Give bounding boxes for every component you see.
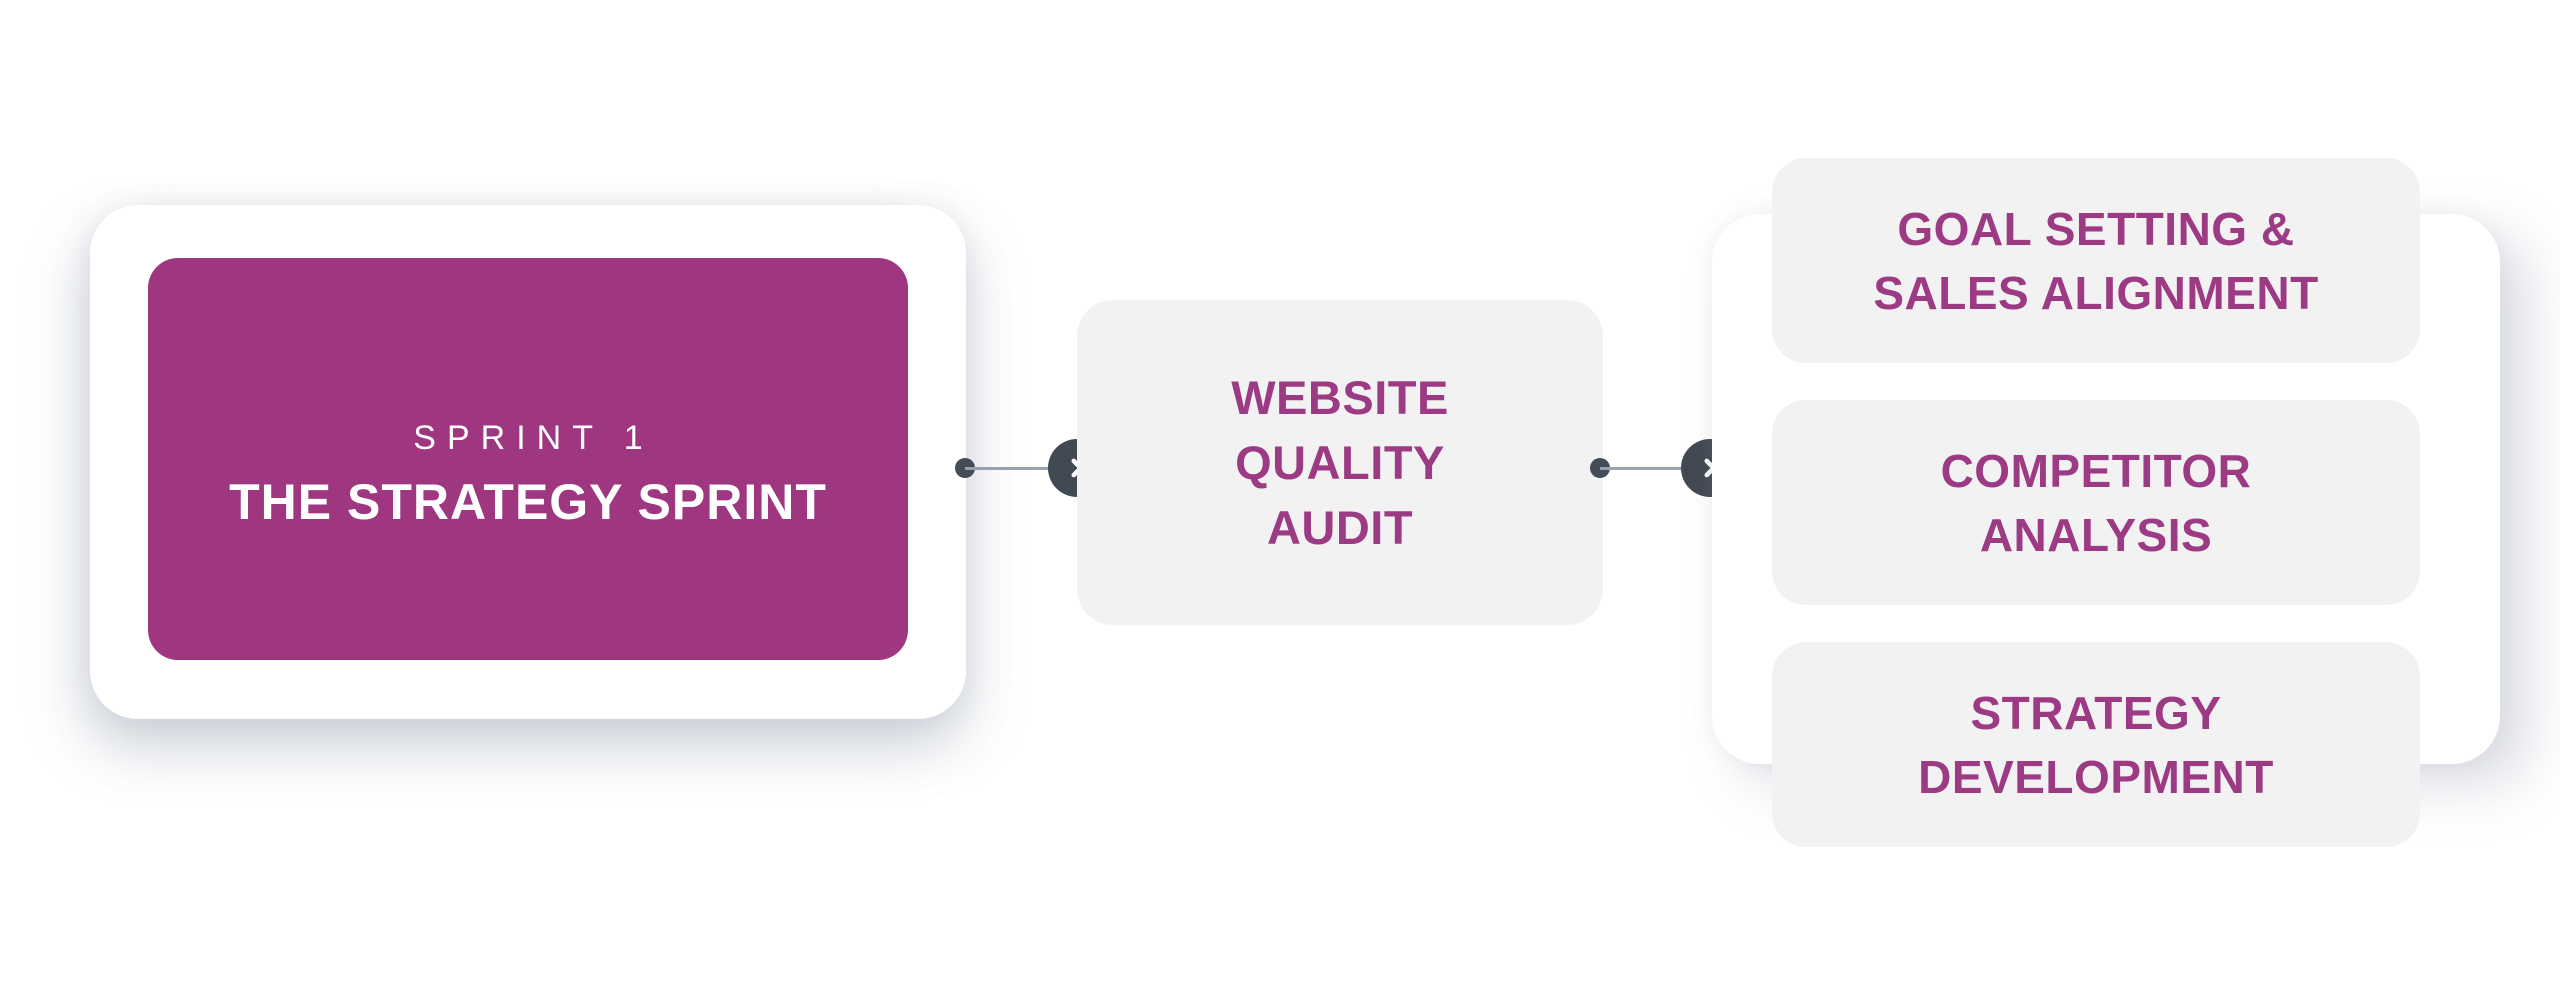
audit-card-line: AUDIT xyxy=(1266,501,1414,554)
outcome-card-line: DEVELOPMENT xyxy=(1918,750,2274,803)
connector-line xyxy=(1600,466,1710,470)
outcome-card-line: ANALYSIS xyxy=(1979,508,2213,561)
outcome-card-line: SALES ALIGNMENT xyxy=(1873,266,2319,319)
audit-card: WEBSITE QUALITY AUDIT xyxy=(1077,300,1603,625)
outcome-card-strategy-development: STRATEGY DEVELOPMENT xyxy=(1772,642,2420,847)
sprint-card: SPRINT 1 THE STRATEGY SPRINT xyxy=(148,258,908,660)
sprint-title: THE STRATEGY SPRINT xyxy=(229,474,827,530)
audit-card-line: QUALITY xyxy=(1235,436,1445,489)
sprint-eyebrow: SPRINT 1 xyxy=(413,419,654,457)
connector-line xyxy=(965,466,1077,470)
outcome-card-line: GOAL SETTING & xyxy=(1897,202,2295,255)
outcome-card-line: COMPETITOR xyxy=(1940,444,2252,497)
audit-card-line: WEBSITE xyxy=(1231,371,1449,424)
outcome-card-competitor-analysis: COMPETITOR ANALYSIS xyxy=(1772,400,2420,605)
sprint-panel: SPRINT 1 THE STRATEGY SPRINT xyxy=(90,205,966,719)
outcome-card-line: STRATEGY xyxy=(1970,686,2222,739)
outcome-card-goal-setting: GOAL SETTING & SALES ALIGNMENT xyxy=(1772,158,2420,363)
